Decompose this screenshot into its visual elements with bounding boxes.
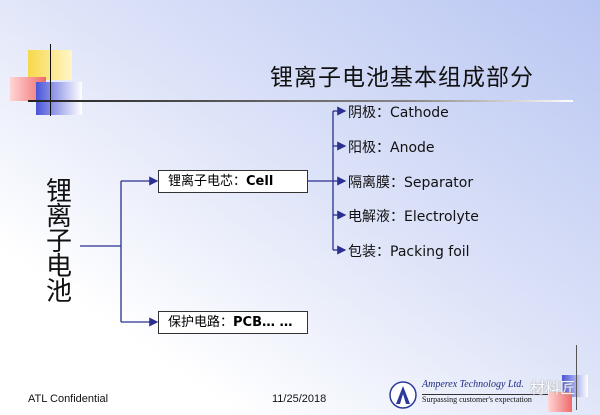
watermark: 材料匠 (530, 379, 576, 397)
deco-red-square-bottom (548, 392, 572, 412)
root-node: 锂离子电池 (45, 177, 72, 307)
cell-part-electrolyte: 电解液：Electrolyte (348, 209, 479, 225)
company-name: Amperex Technology Ltd. (422, 379, 524, 390)
cell-part-cathode: 阴极：Cathode (348, 105, 449, 121)
company-slogan: Surpassing customer's expectation (422, 394, 552, 404)
deco-blue-square-bottom (562, 375, 588, 397)
deco-vertical-line-bottom (576, 345, 577, 410)
title-underline (28, 100, 573, 102)
deco-vertical-line (50, 44, 51, 116)
cell-part-anode: 阳极：Anode (348, 140, 435, 156)
branch-prefix: 保护电路： (168, 315, 234, 330)
footer-confidential: ATL Confidential (28, 393, 109, 405)
footer-date: 11/25/2018 (272, 393, 327, 405)
atl-logo-icon (389, 381, 417, 409)
branch-name: Cell (246, 174, 274, 189)
branch-prefix: 锂离子电芯： (168, 174, 247, 189)
branch-cell: 锂离子电芯：Cell (158, 170, 308, 193)
branch-name: PCB… … (233, 315, 293, 330)
cell-part-packing: 包装：Packing foil (348, 244, 470, 260)
deco-blue-square (36, 82, 82, 115)
slide-title: 锂离子电池基本组成部分 (270, 65, 534, 91)
branch-pcb: 保护电路：PCB… … (158, 311, 308, 334)
cell-part-separator: 隔离膜：Separator (348, 175, 474, 191)
